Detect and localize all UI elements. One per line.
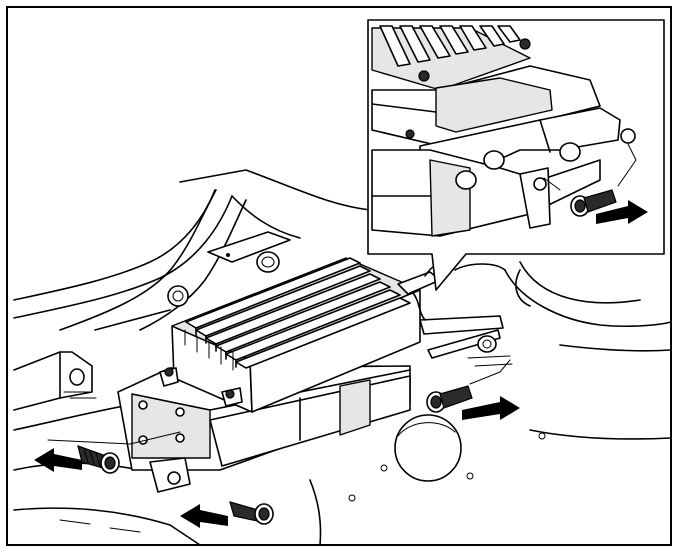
vehicle-body-panels: [13, 169, 672, 546]
bolt-icon: [570, 189, 617, 217]
arrow-icon: [180, 504, 228, 528]
bolt-icon: [229, 501, 274, 525]
bolt-icon: [426, 385, 473, 413]
arrow-icon: [34, 448, 82, 472]
arrow-icon: [462, 396, 520, 420]
detail-inset: [367, 19, 665, 291]
arrow-icon: [596, 200, 648, 224]
bolt-icon: [77, 445, 120, 474]
amplifier-module: [117, 257, 449, 493]
figure-border: [6, 6, 672, 546]
cooling-fins: [185, 257, 411, 369]
